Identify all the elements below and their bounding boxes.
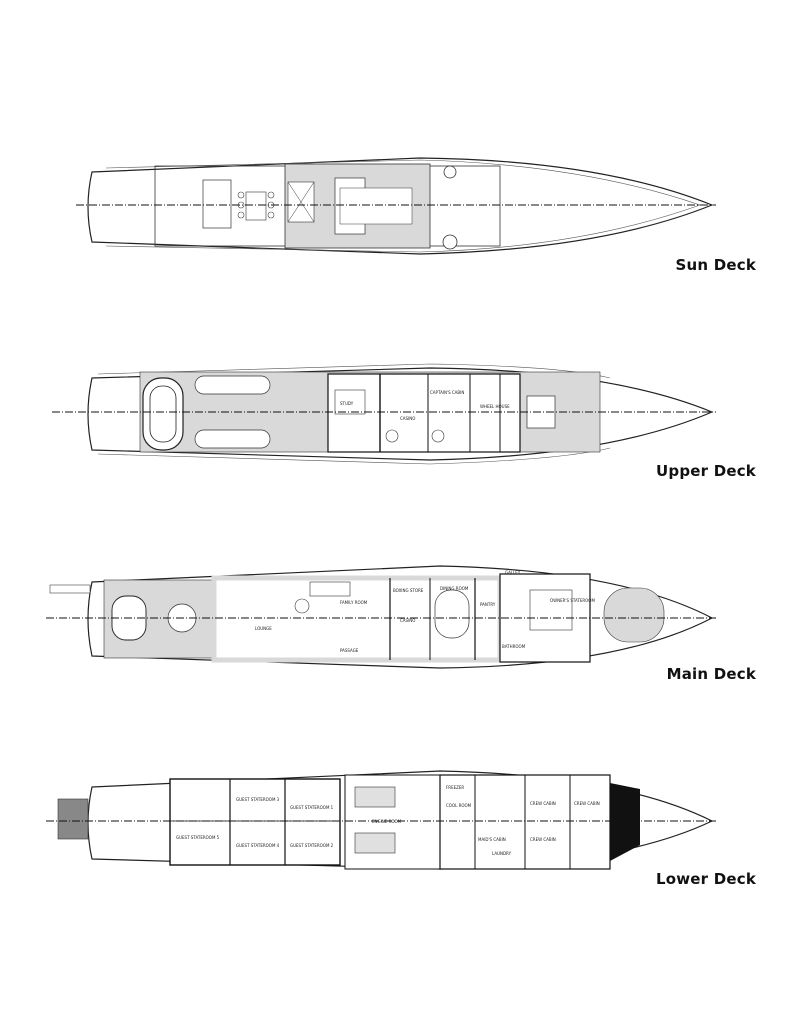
room-label-crew-cabin-1: CREW CABIN (530, 801, 556, 806)
upper-deck-plan: STUDY CAPTAIN'S CABIN CASINO WHEEL HOUSE… (0, 360, 800, 490)
room-label-passage: PASSAGE (340, 648, 359, 653)
upper-deck-drawing: STUDY CAPTAIN'S CABIN CASINO WHEEL HOUSE (52, 363, 716, 465)
room-label-study: STUDY (340, 401, 354, 406)
room-label-galley: GALLEY (505, 570, 521, 575)
room-label-bathroom: BATHROOM (502, 644, 526, 649)
main-deck-plan: LOUNGE FAMILY ROOM BOXING STORE DINING R… (0, 560, 800, 695)
deck-label-upper: Upper Deck (656, 462, 756, 480)
room-label-lounge: LOUNGE (255, 626, 272, 631)
sun-deck-drawing (76, 157, 716, 255)
room-label-dining-room: DINING ROOM (440, 586, 469, 591)
room-label-engine-room: ENGINE ROOM (372, 819, 402, 824)
room-label-maids-cabin: MAID'S CABIN (478, 837, 506, 842)
deck-label-lower: Lower Deck (655, 870, 756, 888)
room-label-guest-stateroom-4: GUEST STATEROOM 4 (236, 843, 280, 848)
deck-label-main: Main Deck (666, 665, 756, 683)
lower-deck-drawing: GUEST STATEROOM 5 GUEST STATEROOM 3 GUES… (46, 770, 716, 870)
room-label-crew-cabin-3: CREW CABIN (574, 801, 600, 806)
room-label-owners-stateroom: OWNER'S STATEROOM (550, 598, 595, 603)
room-label-cool-room: COOL ROOM (446, 803, 472, 808)
main-deck-drawing: LOUNGE FAMILY ROOM BOXING STORE DINING R… (46, 565, 716, 669)
room-label-guest-stateroom-2: GUEST STATEROOM 2 (290, 843, 334, 848)
room-label-guest-stateroom-3: GUEST STATEROOM 3 (236, 797, 280, 802)
room-label-laundry: LAUNDRY (492, 851, 512, 856)
room-label-pantry: PANTRY (480, 602, 496, 607)
room-label-boxing-store: BOXING STORE (393, 588, 424, 593)
room-label-guest-stateroom-5: GUEST STATEROOM 5 (176, 835, 220, 840)
room-label-captains-cabin: CAPTAIN'S CABIN (430, 390, 464, 395)
deck-label-sun: Sun Deck (675, 256, 756, 274)
room-label-freezer: FREEZER (446, 785, 464, 790)
lower-deck-plan: GUEST STATEROOM 5 GUEST STATEROOM 3 GUES… (0, 765, 800, 900)
room-label-casino: CASINO (400, 416, 415, 421)
room-label-guest-stateroom-1: GUEST STATEROOM 1 (290, 805, 334, 810)
room-label-wheel-house: WHEEL HOUSE (480, 404, 510, 409)
room-label-crew-cabin-2: CREW CABIN (530, 837, 556, 842)
room-label-family-room: FAMILY ROOM (340, 600, 368, 605)
sun-deck-plan: Sun Deck (0, 150, 800, 280)
room-label-casino-main: CASINO (400, 618, 415, 623)
